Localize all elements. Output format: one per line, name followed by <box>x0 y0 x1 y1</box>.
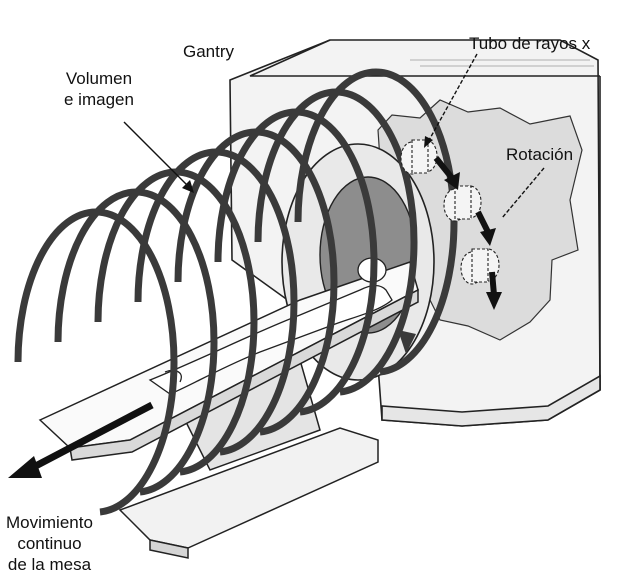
volume-image-label: Volumen e imagen <box>64 68 134 110</box>
volume-image-line-1: Volumen <box>65 69 133 88</box>
helical-scan-path <box>14 68 458 516</box>
helix-turn <box>294 68 458 376</box>
rotation-arrowheads <box>444 172 502 310</box>
table-base <box>118 358 379 559</box>
table-movement-line-1: Movimiento <box>6 513 93 532</box>
xray-tube-positions <box>400 139 500 285</box>
table-movement-line-2: continuo <box>17 534 82 553</box>
helix-turn <box>174 128 338 436</box>
helix-turn <box>94 168 258 476</box>
helix-turn <box>14 208 178 516</box>
table-movement-line-3: de la mesa <box>7 555 92 574</box>
leader-lines <box>123 53 545 219</box>
helix-turn <box>134 148 298 456</box>
table-movement-arrow <box>8 401 154 478</box>
rotation-arrows <box>433 156 497 296</box>
table-movement-label: Movimiento continuo de la mesa <box>6 512 93 575</box>
leader-arrowheads <box>182 136 433 193</box>
rotation-label: Rotación <box>506 145 574 164</box>
volume-image-line-2: e imagen <box>64 90 134 109</box>
helix-turn <box>214 108 378 416</box>
gantry-label: Gantry <box>183 42 235 61</box>
helix-arrowhead <box>398 330 416 354</box>
helix-turn <box>54 188 218 496</box>
xray-tube-label: Tubo de rayos x <box>469 34 591 53</box>
helix-turn <box>254 88 418 396</box>
